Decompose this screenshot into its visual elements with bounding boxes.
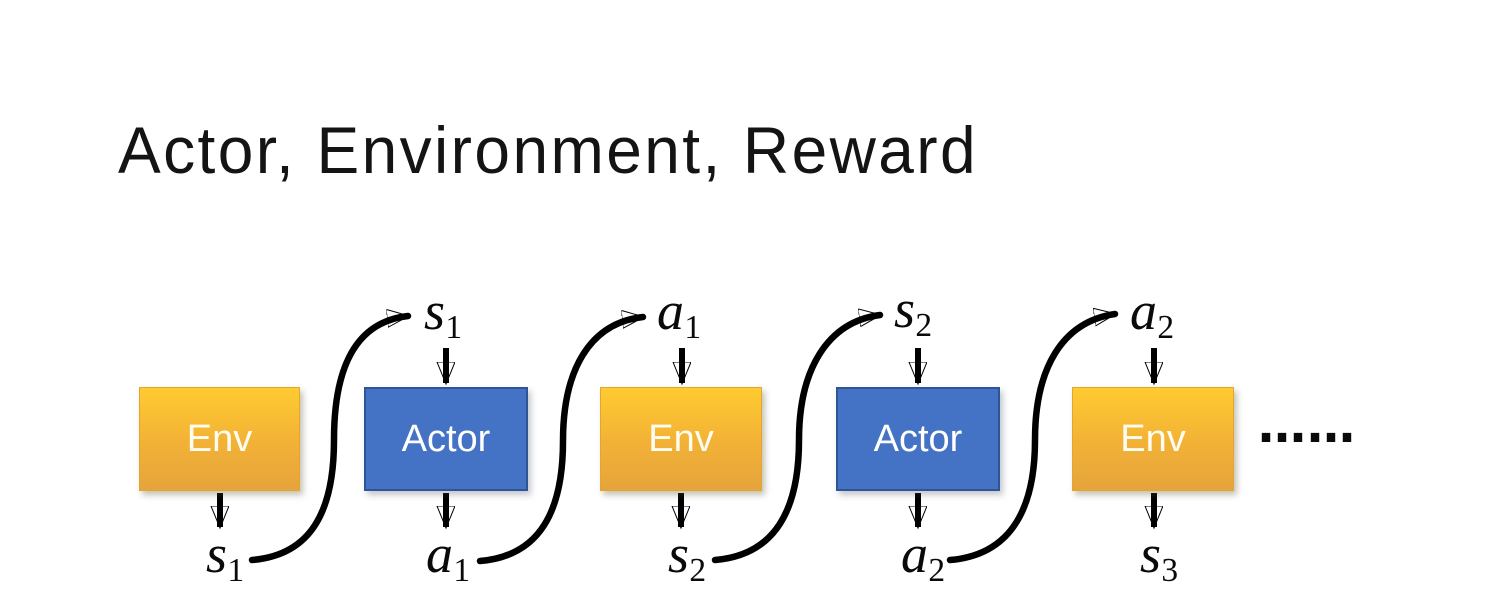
label-s2-top: s2 [894,282,932,343]
actor-box-2-label: Actor [873,417,963,460]
actor-box-1: Actor [364,387,528,491]
label-a1-top: a1 [657,284,701,345]
label-s1-top-base: s [424,281,446,341]
label-a2-bottom-base: a [901,524,928,584]
label-a2-top: a2 [1130,284,1174,345]
label-s2-bottom-sub: 2 [689,552,707,590]
label-s2-bottom: s2 [668,527,706,588]
actor-box-1-label: Actor [401,417,491,460]
label-s3-bottom: s3 [1140,527,1178,588]
label-s1-bottom: s1 [206,527,244,588]
env-box-1-label: Env [186,417,253,460]
label-a1-top-base: a [657,281,684,341]
label-a1-bottom-base: a [426,524,453,584]
label-s2-bottom-base: s [668,524,690,584]
env-box-3-label: Env [1120,417,1186,460]
label-a1-top-sub: 1 [684,309,702,347]
env-box-1: Env [139,387,300,491]
actor-box-2: Actor [836,387,1000,491]
label-s1-top: s1 [424,284,462,345]
env-box-3: Env [1072,387,1234,491]
label-s3-bottom-base: s [1140,524,1162,584]
label-s1-top-sub: 1 [445,309,463,347]
label-a2-bottom: a2 [901,527,945,588]
label-s2-top-base: s [894,279,916,339]
env-box-2: Env [600,387,762,491]
label-a1-bottom-sub: 1 [453,552,471,590]
label-a2-top-base: a [1130,281,1157,341]
env-box-2-label: Env [648,417,714,460]
label-s3-bottom-sub: 3 [1161,552,1179,590]
continuation-ellipsis: …… [1258,398,1356,454]
label-s1-bottom-sub: 1 [227,552,245,590]
slide-title: Actor, Environment, Reward [118,113,979,187]
label-a2-top-sub: 2 [1157,309,1175,347]
label-a2-bottom-sub: 2 [928,552,946,590]
label-a1-bottom: a1 [426,527,470,588]
label-s2-top-sub: 2 [915,307,933,345]
label-s1-bottom-base: s [206,524,228,584]
